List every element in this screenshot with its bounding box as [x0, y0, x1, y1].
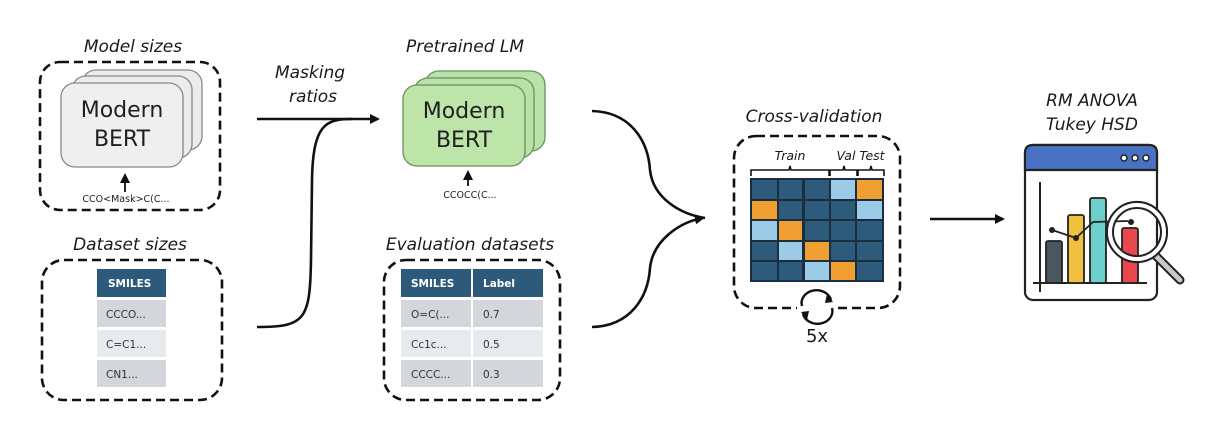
cv-cell-val — [779, 242, 802, 260]
split-label-test: Test — [859, 148, 885, 163]
evaluation-table-header-cell — [473, 269, 543, 297]
model-name-line2: BERT — [94, 127, 151, 152]
cv-cell-val — [805, 262, 829, 280]
cv-cell-train — [752, 242, 777, 260]
model-sizes-title: Model sizes — [84, 37, 182, 57]
evaluation-table-cell-bg — [473, 330, 543, 357]
stat-bar — [1089, 197, 1107, 284]
dataset-table-cell: CN1... — [106, 369, 138, 381]
stats-title-line1: RM ANOVA — [1046, 91, 1138, 111]
pretrained-card-front — [402, 84, 526, 167]
masking-label-line2: ratios — [289, 87, 337, 107]
merge-arrows — [591, 109, 706, 329]
cv-cell-test — [831, 262, 855, 280]
dataset-table-row — [97, 300, 166, 327]
cv-cell-val — [857, 201, 882, 219]
evaluation-table-cell-bg — [401, 330, 471, 357]
evaluation-table-cell: 0.5 — [483, 339, 500, 351]
cv-cell-train — [805, 201, 829, 219]
cross-validation-title: Cross-validation — [746, 107, 883, 127]
dataset-table-cell: CCCO... — [106, 309, 146, 321]
evaluation-table-cell: Cc1c... — [411, 339, 447, 351]
evaluation-table-cell: O=C(... — [411, 309, 450, 321]
evaluation-table-cell-bg — [473, 360, 543, 387]
stats-title-line2: Tukey HSD — [1046, 115, 1138, 135]
cv-cell-train — [857, 262, 882, 280]
dataset-table-rows: CCCO... C=C1... CN1... — [97, 300, 166, 387]
masking-label-line1: Masking — [275, 63, 345, 83]
cv-cell-train — [752, 180, 777, 199]
cv-cell-train — [857, 221, 882, 240]
dataset-merge-curve — [256, 117, 353, 329]
pretrained-name-line2: BERT — [436, 128, 493, 153]
model-sizes-panel: Model sizes Modern BERT CCO<Mask>C(C... — [38, 37, 222, 212]
cross-validation-panel: Cross-validation Train Val Test 5x — [732, 107, 902, 347]
evaluation-table-header-text: Label — [483, 278, 515, 290]
cv-cell-train — [752, 262, 777, 280]
evaluation-table-header-text: SMILES — [411, 278, 454, 290]
test-brace — [857, 165, 885, 176]
stat-bar — [1067, 214, 1085, 284]
cv-cell-test — [752, 201, 777, 219]
pretrained-input-example: CCOCC(C... — [443, 190, 496, 201]
dataset-sizes-panel: Dataset sizes SMILES CCCO... C=C1... CN1..… — [40, 235, 224, 402]
cv-cell-train — [857, 242, 882, 260]
train-brace — [750, 165, 830, 176]
cv-cell-val — [752, 221, 777, 240]
cv-cell-train — [831, 221, 855, 240]
repeat-count: 5x — [806, 326, 828, 347]
analytics-window-icon — [1023, 143, 1185, 302]
dataset-sizes-title: Dataset sizes — [73, 235, 187, 255]
evaluation-table-cell-bg — [473, 300, 543, 327]
pretrained-name-line1: Modern — [423, 99, 506, 124]
cv-cell-val — [831, 180, 855, 199]
model-name-line1: Modern — [81, 98, 164, 123]
cv-grid — [752, 180, 882, 280]
pretrained-lm-title: Pretrained LM — [406, 37, 524, 57]
evaluation-table-cell: 0.7 — [483, 309, 500, 321]
model-card-front — [60, 82, 184, 168]
masking-ratios-connector: Masking ratios — [256, 63, 380, 329]
evaluation-table-cell: CCCC... — [411, 369, 450, 381]
dataset-table-header-text: SMILES — [108, 278, 151, 290]
model-sizes-dashed-box — [38, 60, 222, 212]
evaluation-table-cell-bg — [401, 360, 471, 387]
cv-cell-train — [779, 262, 802, 280]
cv-cell-train — [805, 221, 829, 240]
dataset-table-header — [97, 269, 166, 297]
cv-cell-train — [779, 201, 802, 219]
statistics-panel: RM ANOVA Tukey HSD — [1023, 91, 1185, 302]
cv-cell-test — [779, 221, 802, 240]
cv-cell-train — [831, 201, 855, 219]
cv-cell-train — [805, 180, 829, 199]
pretrained-lm-panel: Pretrained LM Modern BERT CCOCC(C... — [402, 37, 546, 201]
evaluation-table-header-cell — [401, 269, 471, 297]
stat-bar — [1045, 240, 1063, 284]
evaluation-table-cell-bg — [401, 300, 471, 327]
dataset-table-row — [97, 330, 166, 357]
dataset-table-cell: C=C1... — [106, 339, 146, 351]
cv-cell-test — [805, 242, 829, 260]
magnifier-icon — [1105, 200, 1185, 285]
evaluation-datasets-title: Evaluation datasets — [386, 235, 554, 255]
dataset-table-row — [97, 360, 166, 387]
val-brace — [829, 165, 858, 176]
split-label-train: Train — [775, 148, 806, 163]
evaluation-table-cell: 0.3 — [483, 369, 500, 381]
lower-merge-curve — [591, 214, 705, 329]
cv-cell-train — [831, 242, 855, 260]
split-label-val: Val — [837, 148, 856, 163]
repeat-cycle-icon — [797, 289, 837, 325]
dataset-sizes-dashed-box — [40, 258, 224, 402]
cv-cell-train — [779, 180, 802, 199]
stat-bars — [1045, 197, 1139, 284]
upper-merge-curve — [591, 109, 706, 220]
masked-input-example: CCO<Mask>C(C... — [82, 194, 169, 205]
cv-cell-test — [857, 180, 882, 199]
evaluation-dashed-box — [382, 258, 562, 402]
